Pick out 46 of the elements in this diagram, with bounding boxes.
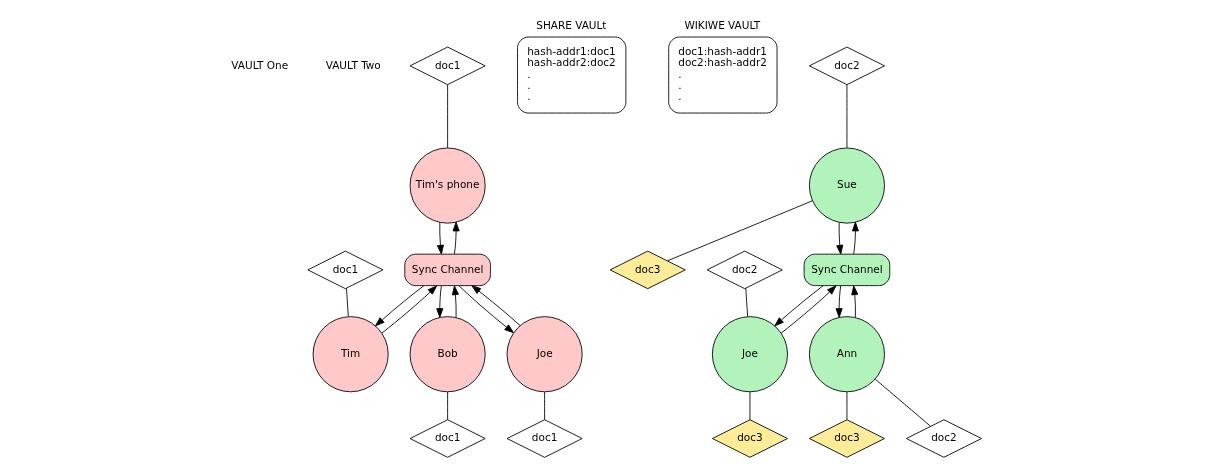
node-diamond: doc2: [706, 250, 783, 290]
connector: [346, 287, 349, 317]
connector: [846, 391, 848, 421]
node-box: doc1:hash-addr1 doc2:hash-addr2 . . .: [668, 36, 778, 114]
connector: [846, 84, 848, 149]
connector: [447, 84, 449, 149]
label: VAULT Two: [325, 58, 381, 71]
node-circle: Tim's phone: [409, 147, 486, 224]
connector: [544, 391, 546, 421]
arrow: [436, 285, 444, 318]
node-label: WIKIWE VAULT: [684, 18, 761, 31]
node-diamond: doc3: [711, 419, 788, 458]
arrow: [774, 285, 824, 327]
label: VAULT One: [231, 58, 289, 71]
node-diamond: doc2: [905, 419, 982, 458]
arrow: [452, 221, 460, 255]
node-diamond: doc3: [808, 419, 885, 458]
node-diamond: doc1: [409, 419, 486, 458]
arrow: [375, 285, 425, 327]
arrow: [836, 222, 844, 255]
node-circle: Sue: [808, 147, 885, 224]
arrow: [458, 285, 514, 334]
arrow: [851, 221, 859, 255]
node-diamond: doc1: [506, 419, 583, 458]
node-box: Sync Channel: [803, 253, 891, 287]
node-diamond: doc2: [808, 46, 885, 86]
arrow: [436, 222, 444, 255]
node-diamond: doc1: [307, 250, 384, 290]
node-circle: Ann: [808, 316, 885, 393]
node-diamond: doc1: [409, 46, 486, 86]
connector: [874, 378, 931, 427]
arrow: [835, 285, 843, 318]
connector: [667, 200, 813, 262]
node-circle: Bob: [409, 316, 486, 393]
node-diamond: doc3: [609, 250, 686, 290]
arrow: [851, 285, 859, 318]
connector: [749, 391, 751, 421]
connector: [447, 391, 449, 421]
arrow: [780, 285, 837, 334]
arrow: [381, 285, 438, 334]
arrow: [471, 285, 521, 326]
node-label: SHARE VAULt: [536, 18, 607, 31]
connector: [745, 287, 749, 317]
node-box: hash-addr1:doc1 hash-addr2:doc2 . . .: [517, 36, 627, 114]
arrow: [451, 285, 459, 318]
node-box: Sync Channel: [404, 253, 491, 287]
